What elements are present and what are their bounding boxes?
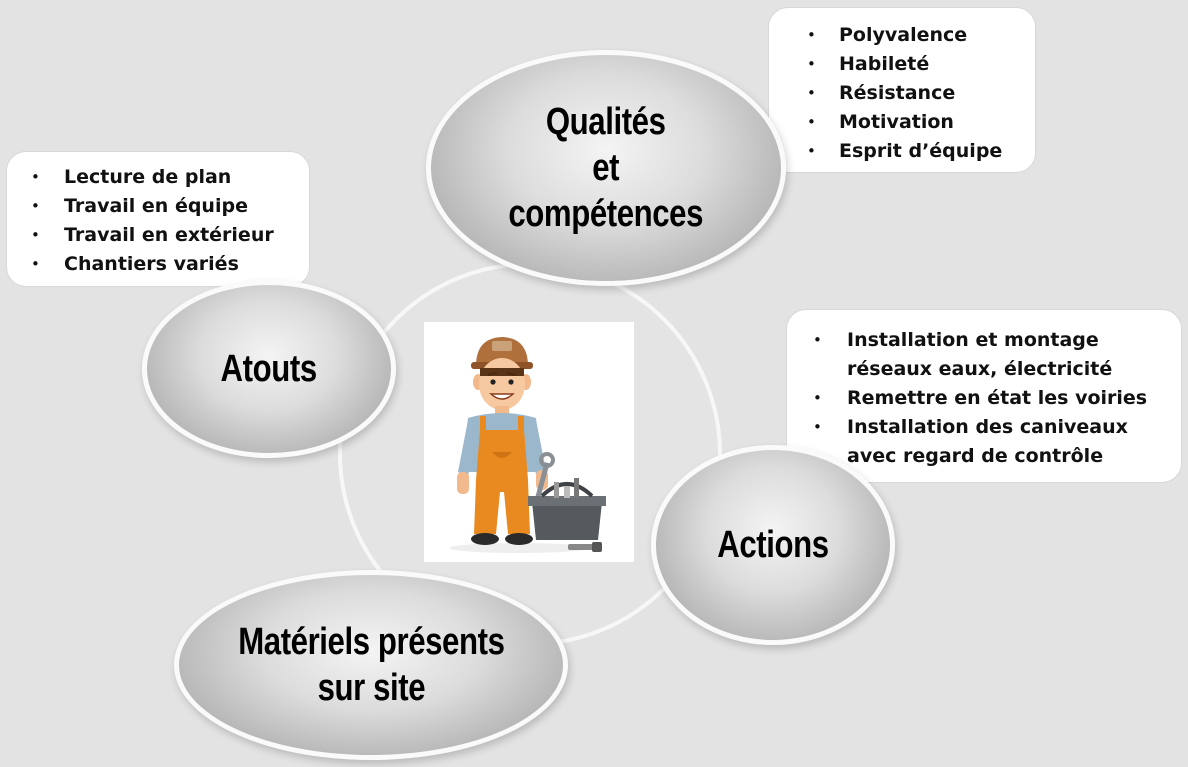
- qualites-item: Polyvalence: [807, 21, 1035, 50]
- qualites-card: Polyvalence Habileté Résistance Motivati…: [768, 7, 1036, 173]
- construction-worker-with-toolbox-icon: [449, 337, 606, 553]
- actions-list: Installation et montage réseaux eaux, él…: [813, 326, 1181, 471]
- atouts-item: Lecture de plan: [31, 163, 309, 192]
- actions-item-line: Remettre en état les voiries: [847, 387, 1148, 409]
- bubble-atouts-title: Atouts: [220, 348, 318, 390]
- qualites-item: Résistance: [807, 79, 1035, 108]
- worker-illustration: [424, 322, 634, 562]
- atouts-item: Chantiers variés: [31, 250, 309, 279]
- atouts-item: Travail en extérieur: [31, 221, 309, 250]
- bubble-actions-title: Actions: [717, 524, 829, 566]
- actions-item: Installation et montage réseaux eaux, él…: [813, 326, 1181, 384]
- bubble-qualites: Qualités et compétences: [426, 50, 786, 286]
- qualites-list: Polyvalence Habileté Résistance Motivati…: [807, 21, 1035, 166]
- atouts-item: Travail en équipe: [31, 192, 309, 221]
- bubble-atouts: Atouts: [142, 280, 396, 458]
- actions-item-line: réseaux eaux, électricité: [847, 358, 1113, 380]
- actions-item-line: Installation et montage: [847, 329, 1099, 351]
- atouts-list: Lecture de plan Travail en équipe Travai…: [31, 163, 309, 279]
- bubble-actions: Actions: [651, 445, 895, 645]
- actions-item: Installation des caniveaux avec regard d…: [813, 413, 1181, 471]
- atouts-card: Lecture de plan Travail en équipe Travai…: [6, 151, 310, 287]
- qualites-item: Esprit d’équipe: [807, 137, 1035, 166]
- bubble-materiels-title: Matériels présents sur site: [237, 621, 505, 709]
- actions-item: Remettre en état les voiries: [813, 384, 1181, 413]
- bubble-materiels: Matériels présents sur site: [174, 570, 568, 760]
- actions-card: Installation et montage réseaux eaux, él…: [786, 309, 1182, 483]
- qualites-item: Motivation: [807, 108, 1035, 137]
- actions-item-line: Installation des caniveaux: [847, 416, 1128, 438]
- qualites-item: Habileté: [807, 50, 1035, 79]
- actions-item-line: avec regard de contrôle: [847, 445, 1104, 467]
- bubble-qualites-title: Qualités et compétences: [508, 101, 704, 235]
